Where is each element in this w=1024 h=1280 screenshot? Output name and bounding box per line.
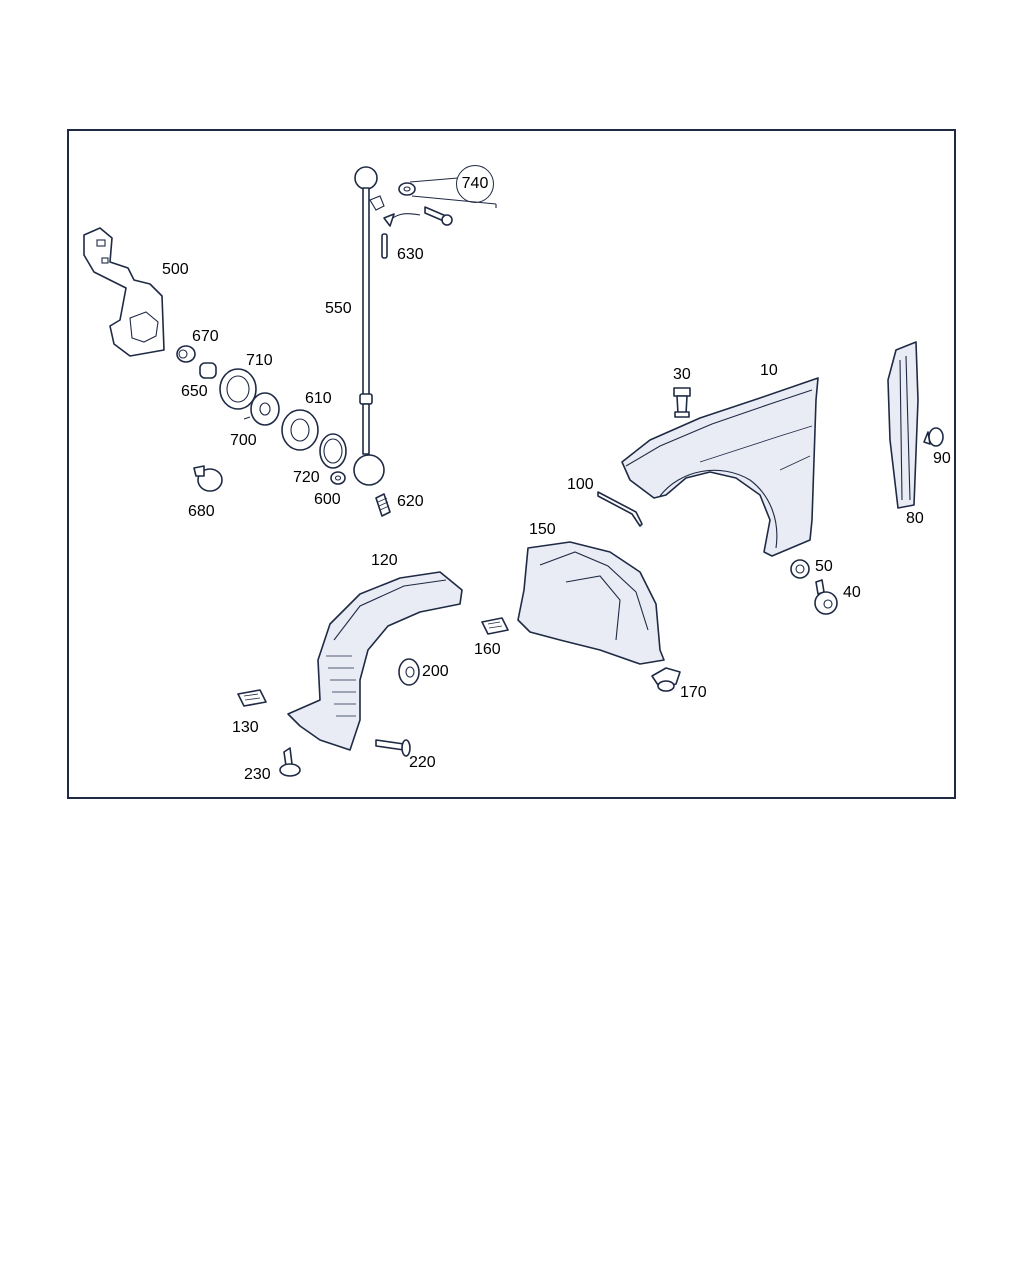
pin-630-drawing: [381, 233, 388, 259]
screw-40-drawing: [814, 579, 838, 615]
bracket-500-drawing: [83, 227, 165, 357]
part-label-740: 740: [456, 165, 494, 203]
clip-130-drawing: [237, 689, 267, 707]
seal-610-drawing: [281, 409, 319, 451]
part-label-220: 220: [409, 754, 436, 771]
wheel-liner-150-drawing: [517, 541, 665, 665]
spring-620-drawing: [375, 493, 391, 517]
part-label-700: 700: [230, 432, 257, 449]
wheel-liner-120-drawing: [287, 571, 463, 751]
part-label-160: 160: [474, 641, 501, 658]
part-label-170: 170: [680, 684, 707, 701]
part-label-120: 120: [371, 552, 398, 569]
nut-200-drawing: [398, 658, 420, 686]
washer-600-drawing: [330, 471, 346, 485]
part-label-80: 80: [906, 510, 924, 527]
part-label-630: 630: [397, 246, 424, 263]
clip-230-drawing: [279, 747, 301, 777]
rivet-220-drawing: [375, 739, 411, 757]
part-label-90: 90: [933, 450, 951, 467]
clip-160-drawing: [481, 617, 509, 635]
part-label-100: 100: [567, 476, 594, 493]
part-label-150: 150: [529, 521, 556, 538]
part-label-230: 230: [244, 766, 271, 783]
bushing-670-drawing: [176, 345, 196, 363]
part-label-10: 10: [760, 362, 778, 379]
diagram-frame: [67, 129, 956, 799]
sleeve-650-drawing: [199, 362, 217, 379]
pillar-80-drawing: [887, 341, 919, 509]
strip-100-drawing: [597, 491, 643, 527]
part-label-670: 670: [192, 328, 219, 345]
rod-550-drawing: [353, 166, 385, 486]
bolt-30-drawing: [673, 387, 691, 418]
part-label-130: 130: [232, 719, 259, 736]
nut-50-drawing: [790, 559, 810, 579]
part-label-650: 650: [181, 383, 208, 400]
ring-710-drawing: [219, 368, 257, 410]
part-label-680: 680: [188, 503, 215, 520]
ring-720-drawing: [319, 433, 347, 469]
part-label-30: 30: [673, 366, 691, 383]
part-label-710: 710: [246, 352, 273, 369]
part-label-620: 620: [397, 493, 424, 510]
clip-170-drawing: [651, 667, 681, 692]
screw-740-drawing: [383, 177, 497, 227]
clip-90-drawing: [923, 427, 944, 447]
bearing-700-drawing: [243, 392, 280, 426]
part-label-50: 50: [815, 558, 833, 575]
plug-680-drawing: [193, 465, 223, 492]
part-label-500: 500: [162, 261, 189, 278]
part-label-550: 550: [325, 300, 352, 317]
part-label-200: 200: [422, 663, 449, 680]
part-label-610: 610: [305, 390, 332, 407]
part-label-720: 720: [293, 469, 320, 486]
part-label-600: 600: [314, 491, 341, 508]
part-label-40: 40: [843, 584, 861, 601]
fender-10-drawing: [621, 377, 819, 557]
